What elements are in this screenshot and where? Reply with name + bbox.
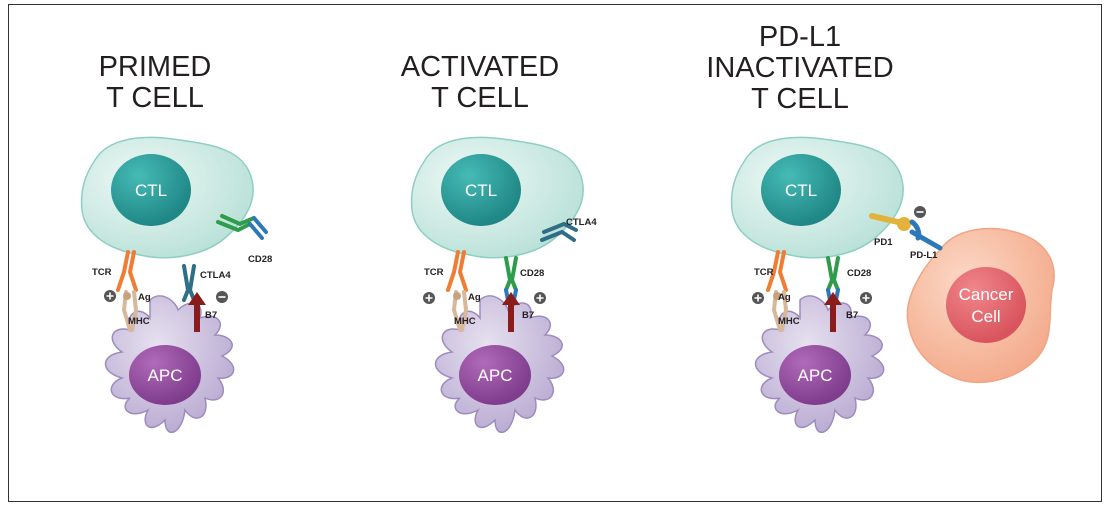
pd1-head xyxy=(897,217,911,231)
mhc-label: MHC xyxy=(778,316,800,327)
title-line: T CELL xyxy=(431,82,529,114)
panel-pdl1-inactivated: PD-L1 INACTIVATED T CELL APC CTL TCR Ag … xyxy=(650,0,1090,512)
panel-primed: PRIMED T CELL APC CTL TCR Ag MHC CTLA4 xyxy=(0,0,360,512)
ctl-nucleus xyxy=(761,154,841,226)
ctla4-receptor xyxy=(182,264,196,302)
pdl1-ligand xyxy=(909,219,943,251)
b7-label: B7 xyxy=(522,310,534,321)
panel-title: PD-L1 INACTIVATED T CELL xyxy=(650,22,950,115)
ctl-nucleus xyxy=(441,154,521,226)
mhc-label: MHC xyxy=(454,316,476,327)
cd28-receptor xyxy=(216,214,256,233)
antigen-dot xyxy=(773,292,781,300)
plus-sign-icon xyxy=(423,292,435,304)
tcr-label: TCR xyxy=(424,267,444,278)
pd1-receptor xyxy=(869,213,901,225)
apc-nucleus xyxy=(129,345,201,405)
panel-title: ACTIVATED T CELL xyxy=(330,52,630,114)
pd1-label: PD1 xyxy=(874,237,893,248)
ctl-label: CTL xyxy=(135,181,167,200)
minus-sign-icon xyxy=(914,206,926,218)
ag-label: Ag xyxy=(138,292,151,303)
cancer-nucleus xyxy=(946,267,1026,343)
cd28-label: CD28 xyxy=(520,268,544,279)
plus-sign-icon xyxy=(534,292,546,304)
plus-sign-icon xyxy=(752,292,764,304)
mhc-label: MHC xyxy=(128,316,150,327)
title-line: ACTIVATED xyxy=(400,51,560,83)
stimulation-arrow-icon xyxy=(502,292,520,332)
ag-label: Ag xyxy=(778,292,791,303)
b7-label: B7 xyxy=(205,310,217,321)
apc-label: APC xyxy=(798,366,833,385)
apc-nucleus xyxy=(779,345,851,405)
apc-label: APC xyxy=(478,366,513,385)
activated-diagram: APC CTL TCR Ag MHC CD28 B7 CTLA4 xyxy=(410,136,597,433)
tcr-label: TCR xyxy=(754,267,774,278)
cd28-label: CD28 xyxy=(248,254,272,265)
ctla4-label: CTLA4 xyxy=(200,270,231,281)
title-line: T CELL xyxy=(106,82,204,114)
primed-diagram: APC CTL TCR Ag MHC CTLA4 B7 CD28 xyxy=(80,136,272,433)
antigen-dot xyxy=(453,292,461,300)
plus-sign-icon xyxy=(860,292,872,304)
ctla4-receptor xyxy=(540,221,578,242)
ag-label: Ag xyxy=(468,292,481,303)
cd28-receptor xyxy=(826,256,840,292)
title-line: T CELL xyxy=(751,83,849,115)
plus-sign-icon xyxy=(104,290,116,302)
ctl-label: CTL xyxy=(785,181,817,200)
panel-title: PRIMED T CELL xyxy=(0,52,310,114)
figure-frame xyxy=(8,4,1102,502)
tcr-receptor xyxy=(116,250,138,292)
cancer-label-line1: Cancer xyxy=(959,285,1014,304)
title-line: PD-L1 xyxy=(758,21,842,53)
tcr-receptor xyxy=(446,250,468,292)
tcr-receptor xyxy=(766,250,788,292)
panel-activated: ACTIVATED T CELL APC CTL TCR Ag MHC CD28… xyxy=(330,0,690,512)
stimulation-arrow-icon xyxy=(188,292,206,332)
ctla4-label: CTLA4 xyxy=(566,217,597,228)
ctl-nucleus xyxy=(111,154,191,226)
apc-label: APC xyxy=(148,366,183,385)
cd28-label: CD28 xyxy=(847,268,871,279)
tcr-label: TCR xyxy=(92,267,112,278)
b7-label: B7 xyxy=(846,310,858,321)
cd28-receptor xyxy=(504,256,518,292)
antigen-dot xyxy=(123,292,131,300)
cd28-tail xyxy=(248,216,268,240)
ctl-label: CTL xyxy=(465,181,497,200)
minus-sign-icon xyxy=(216,291,228,303)
cancer-label-line2: Cell xyxy=(971,307,1000,326)
apc-nucleus xyxy=(459,345,531,405)
stimulation-arrow-icon xyxy=(824,292,842,332)
title-line: PRIMED xyxy=(98,51,212,83)
pdl1-label: PD-L1 xyxy=(910,250,938,261)
title-line: INACTIVATED xyxy=(706,52,894,84)
pdl1-diagram: APC CTL TCR Ag MHC CD28 B7 Cancer Cell P… xyxy=(730,136,1055,433)
